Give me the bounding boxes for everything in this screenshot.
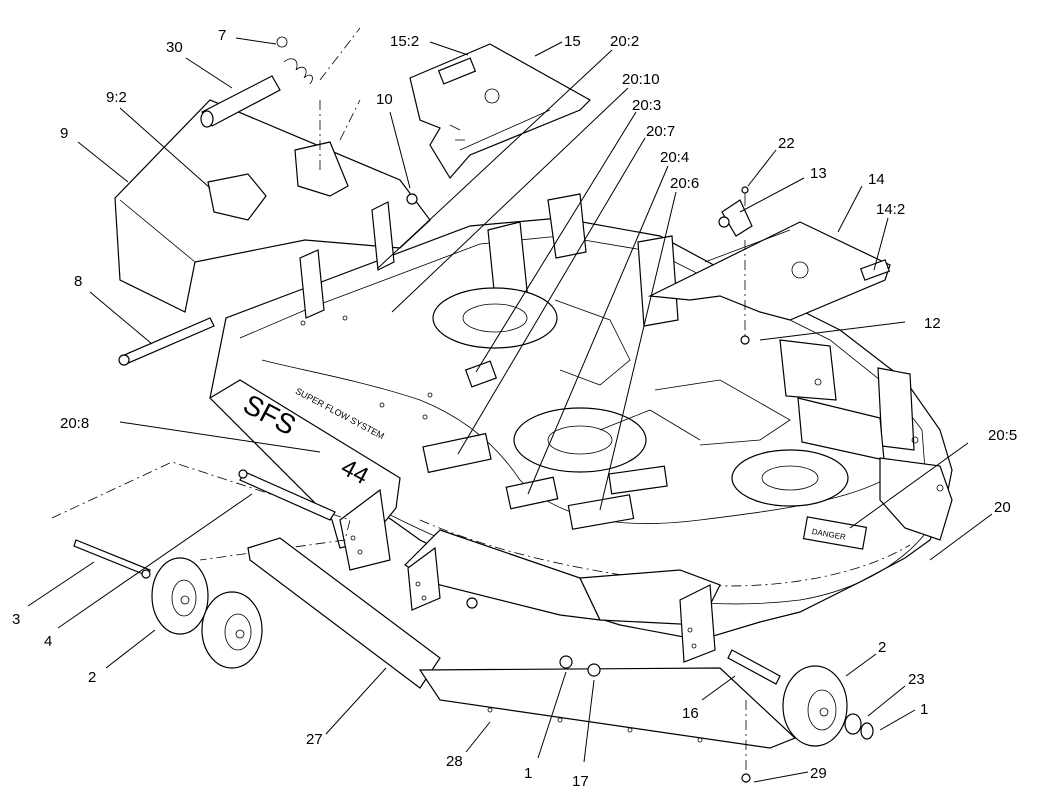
callout-16: 16	[682, 705, 699, 722]
callout-20-4: 20:4	[660, 149, 689, 166]
leader-lines	[27, 37, 993, 783]
callout-10: 10	[376, 91, 393, 108]
callout-30: 30	[166, 39, 183, 56]
callout-29: 29	[810, 765, 827, 782]
callout-20-6: 20:6	[670, 175, 699, 192]
gauge-wheels-front-left	[151, 557, 263, 669]
callout-1-bottom: 1	[524, 765, 532, 782]
bracket-13-bolt-22-nut-12	[718, 186, 753, 345]
spring-and-pivot-rod	[200, 27, 361, 170]
belt-cover-plate-15	[409, 43, 591, 180]
belt-cover-left	[114, 99, 431, 313]
mower-deck-housing	[209, 193, 953, 641]
callout-20-5: 20:5	[988, 427, 1017, 444]
callout-7: 7	[218, 27, 226, 44]
callout-20-7: 20:7	[646, 123, 675, 140]
front-lip-plates	[339, 488, 721, 663]
callout-13: 13	[810, 165, 827, 182]
callout-4: 4	[44, 633, 52, 650]
callout-20-10: 20:10	[622, 71, 660, 88]
callout-15: 15	[564, 33, 581, 50]
callout-1-right: 1	[920, 701, 928, 718]
callout-20: 20	[994, 499, 1011, 516]
callout-20-2: 20:2	[610, 33, 639, 50]
callout-9-2: 9:2	[106, 89, 127, 106]
callout-labels: 7 30 15:2 15 20:2 9:2 10 20:10 20:3 9 20…	[12, 27, 1017, 790]
rod-8	[118, 317, 215, 366]
callout-28: 28	[446, 753, 463, 770]
callout-2-left: 2	[88, 669, 96, 686]
belt-cover-plate-14	[647, 221, 891, 321]
baffle-strip-28	[418, 667, 797, 749]
callout-3: 3	[12, 611, 20, 628]
callout-12: 12	[924, 315, 941, 332]
callout-9: 9	[60, 125, 68, 142]
callout-23: 23	[908, 671, 925, 688]
gauge-wheel-rear-right	[727, 649, 874, 747]
callout-27: 27	[306, 731, 323, 748]
callout-17: 17	[572, 773, 589, 790]
callout-8: 8	[74, 273, 82, 290]
callout-22: 22	[778, 135, 795, 152]
callout-14-2: 14:2	[876, 201, 905, 218]
hardware-nut-washer	[141, 569, 751, 783]
callout-15-2: 15:2	[390, 33, 419, 50]
callout-20-8: 20:8	[60, 415, 89, 432]
callout-2-right: 2	[878, 639, 886, 656]
pivot-bolt-10	[299, 193, 418, 319]
danger-decal: DANGER	[802, 516, 868, 550]
callout-14: 14	[868, 171, 885, 188]
baffle-plate-left	[51, 461, 351, 577]
callout-20-3: 20:3	[632, 97, 661, 114]
